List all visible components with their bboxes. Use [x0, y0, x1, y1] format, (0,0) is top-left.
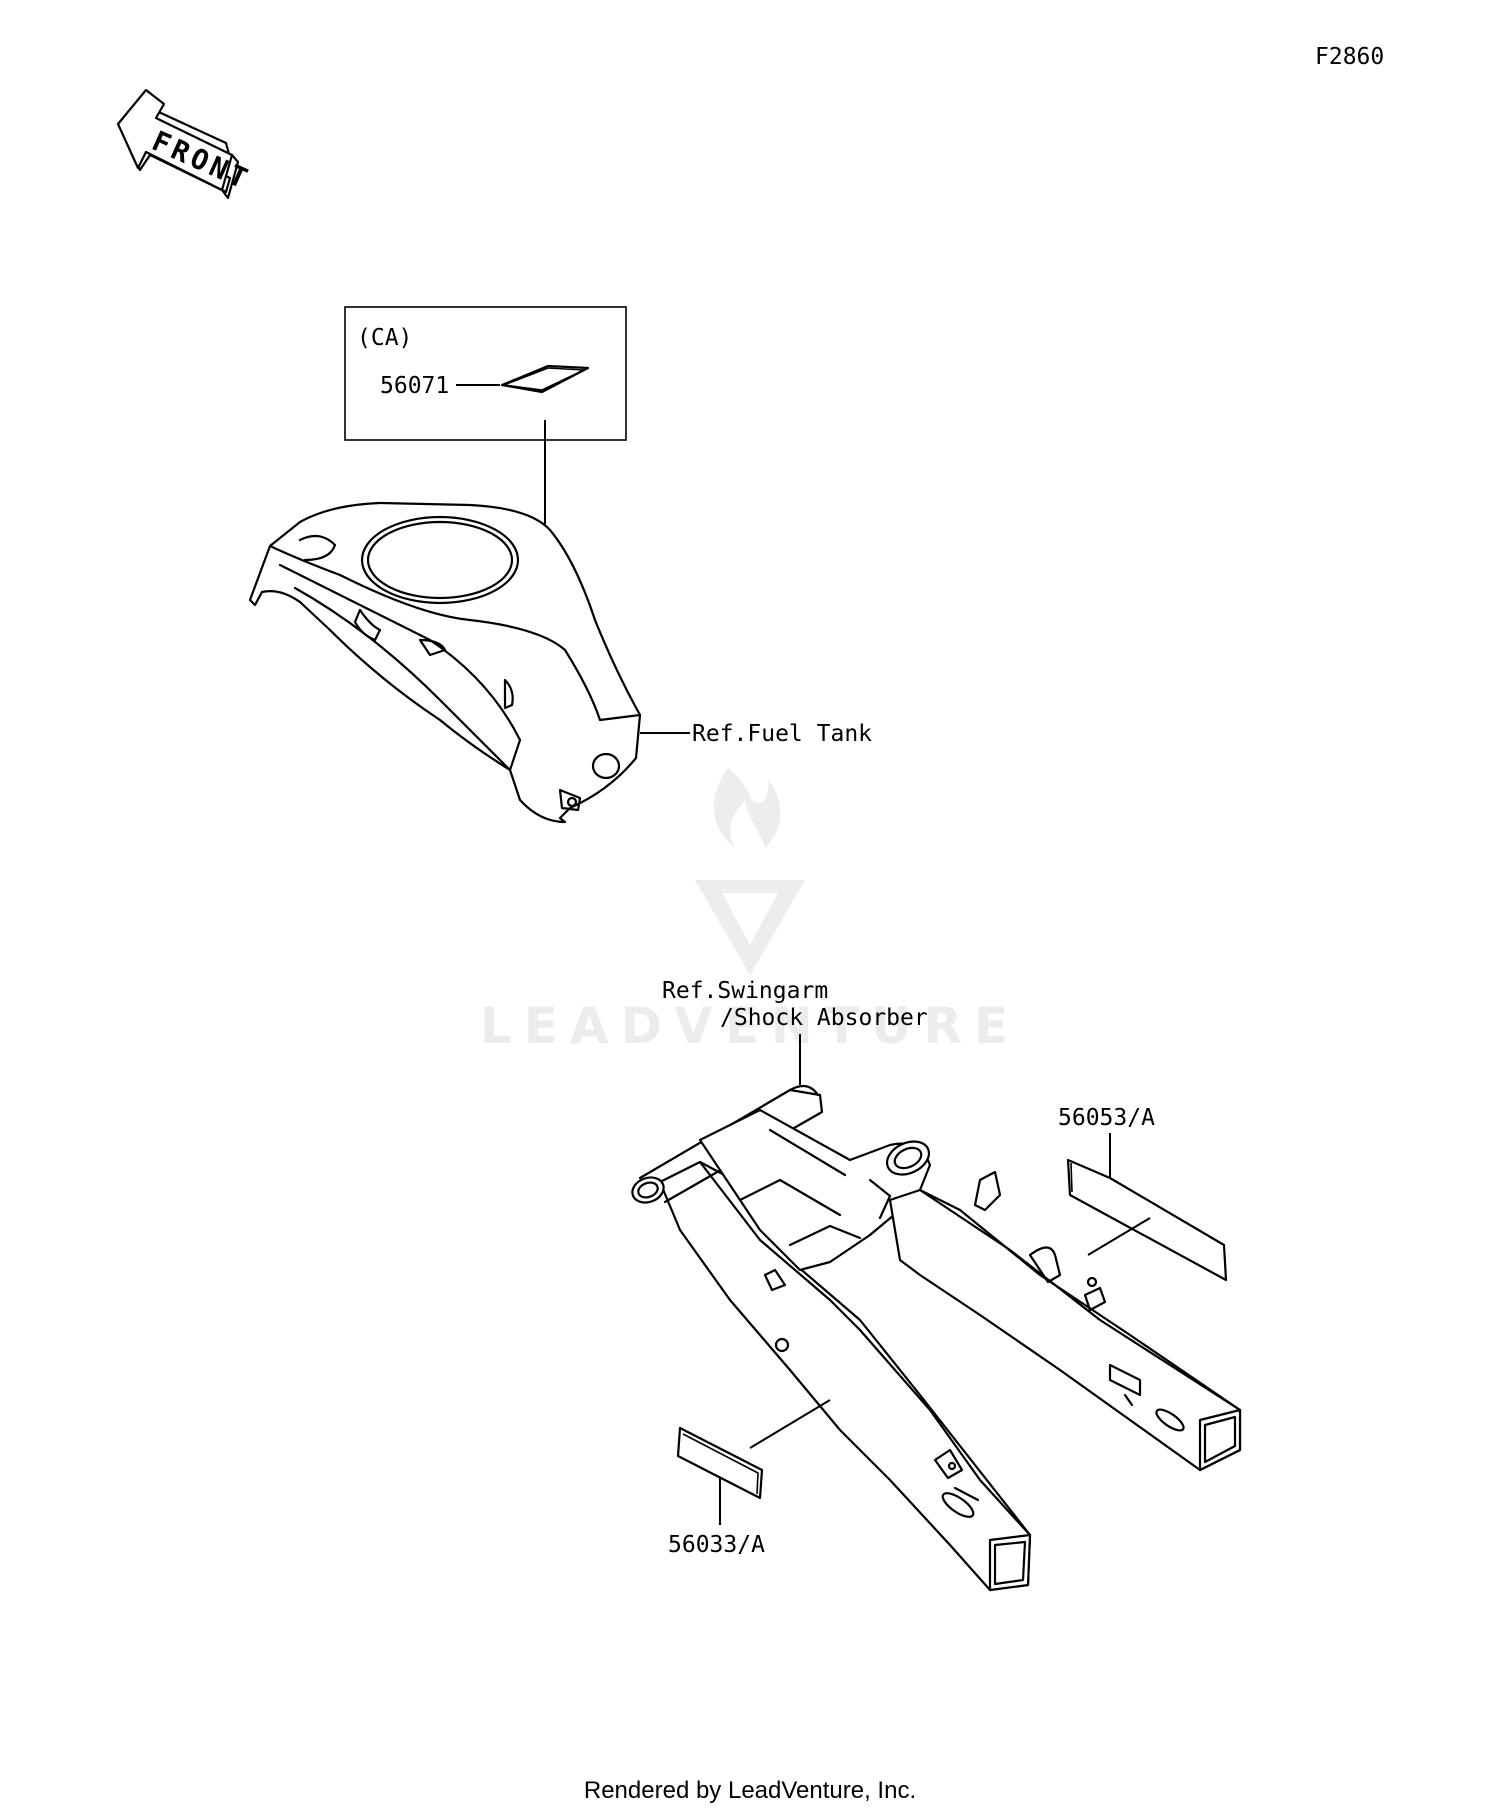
- part-number-56033a: 56033/A: [668, 1532, 765, 1558]
- front-arrow-icon: FRONT: [116, 88, 256, 200]
- swingarm: [631, 1084, 1242, 1592]
- ref-shock-absorber-label: /Shock Absorber: [720, 1005, 928, 1031]
- part-number-56053a: 56053/A: [1058, 1105, 1155, 1131]
- watermark-logo: LEADVENTURE: [480, 768, 1020, 1055]
- inset-box-ca: (CA) 56071: [344, 306, 627, 630]
- ref-swingarm-label: Ref.Swingarm: [662, 978, 828, 1004]
- fuel-tank-cover: [248, 501, 690, 824]
- region-label-ca: (CA): [357, 325, 412, 351]
- label-decal-56071: [500, 364, 590, 394]
- footer-credit: Rendered by LeadVenture, Inc.: [584, 1777, 916, 1804]
- watermark-text: LEADVENTURE: [480, 997, 1020, 1055]
- figure-code: F2860: [1315, 44, 1384, 70]
- label-decal-56033a: [676, 1426, 764, 1500]
- ref-fuel-tank-label: Ref.Fuel Tank: [692, 721, 872, 747]
- part-number-56071: 56071: [380, 373, 449, 399]
